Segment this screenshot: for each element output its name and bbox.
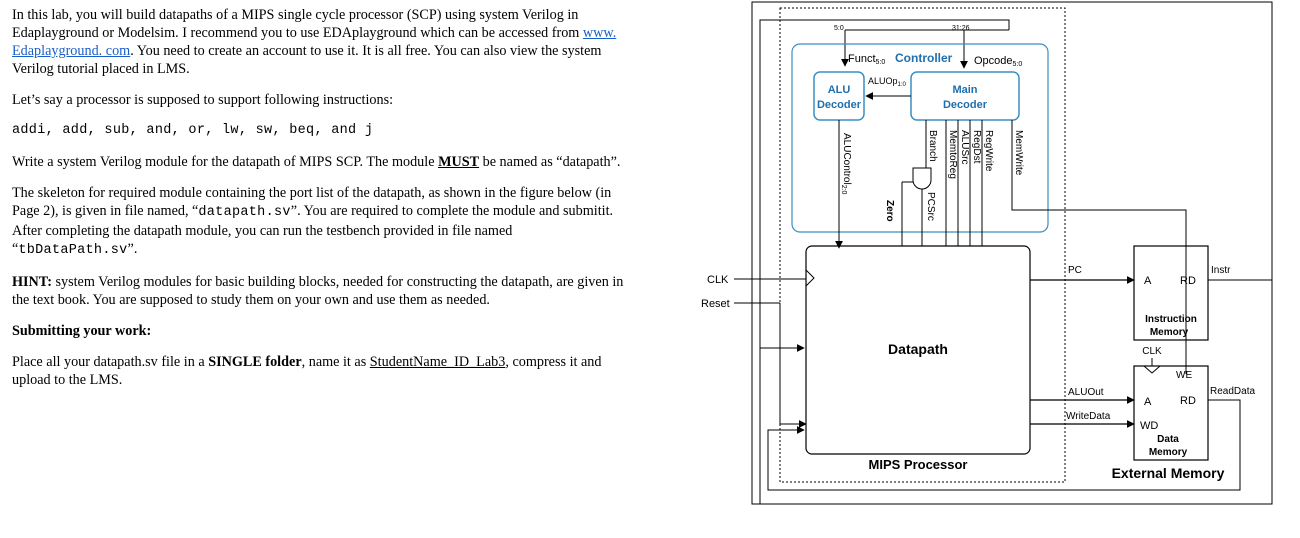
dmem-label-1: Data <box>1157 434 1179 445</box>
datapath-box <box>805 245 1031 455</box>
instr-out-line <box>1208 279 1273 504</box>
memwrite-line <box>1011 120 1187 374</box>
funct-label: Funct5:0 <box>848 53 885 66</box>
submit-paragraph: Place all your datapath.sv file in a SIN… <box>12 353 640 389</box>
main-decoder-box <box>910 71 1020 121</box>
submit-heading: Submitting your work: <box>12 323 152 339</box>
submission-name: StudentName_ID_Lab3 <box>369 354 506 370</box>
pcsrc-label: PCSrc <box>925 192 936 221</box>
hint-label: HINT: <box>12 274 52 290</box>
and-gate-icon <box>912 167 932 190</box>
dmem-port-wd: WD <box>1140 420 1158 432</box>
must-emphasis: MUST <box>438 154 480 170</box>
task-text-end: be named as “datapath”. <box>482 154 621 170</box>
instruction-memory-box <box>1133 245 1209 341</box>
datapath-filename: datapath.sv <box>198 205 291 220</box>
support-paragraph: Let’s say a processor is supposed to sup… <box>12 92 394 108</box>
intro-text-end: . You need to create an account to use i… <box>12 43 602 77</box>
dmem-clock-edge-icon <box>1143 365 1161 374</box>
bits-31-26-label: 31:26 <box>952 25 970 32</box>
external-memory-label: External Memory <box>1112 465 1225 481</box>
pc-label: PC <box>1068 265 1082 276</box>
reset-label: Reset <box>701 298 730 310</box>
clk-label: CLK <box>707 274 729 286</box>
submit-text-mid: , name it as <box>301 354 367 370</box>
datapath-label: Datapath <box>888 341 948 357</box>
regdst-label: RegDst <box>971 130 982 164</box>
imem-label-2: Memory <box>1150 327 1189 338</box>
dmem-port-a: A <box>1144 396 1152 408</box>
mips-processor-boundary <box>779 7 1066 483</box>
alu-decoder-box <box>813 71 865 121</box>
dmem-port-we: WE <box>1176 370 1192 381</box>
alusrc-label: ALUSrc <box>959 130 970 164</box>
imem-label-1: Instruction <box>1145 314 1197 325</box>
lab-instructions: In this lab, you will build datapaths of… <box>12 6 640 402</box>
writedata-label: WriteData <box>1066 411 1111 422</box>
skeleton-paragraph: The skeleton for required module contain… <box>12 184 640 260</box>
skeleton-text-end: ”. <box>127 241 138 257</box>
controller-label: Controller <box>895 51 953 65</box>
data-memory-box <box>1133 365 1209 461</box>
main-decoder-label-1: Main <box>952 84 977 96</box>
alu-decoder-label-2: Decoder <box>817 99 862 111</box>
imem-port-a: A <box>1144 275 1152 287</box>
figure-border <box>751 1 1273 505</box>
task-text: Write a system Verilog module for the da… <box>12 154 435 170</box>
intro-text: In this lab, you will build datapaths of… <box>12 7 580 41</box>
skeleton-text: The skeleton for required module contain… <box>12 185 612 219</box>
readdata-loop <box>767 399 1241 491</box>
dmem-label-2: Memory <box>1149 447 1188 458</box>
intro-paragraph: In this lab, you will build datapaths of… <box>12 6 640 78</box>
reset-to-datapath <box>779 303 807 428</box>
memtoreg-label: MemtoReg <box>947 130 958 179</box>
alucontrol-label: ALUControl2:0 <box>840 133 852 195</box>
branch-label: Branch <box>927 130 938 162</box>
clock-edge-icon <box>805 269 815 287</box>
zero-label: Zero <box>884 200 895 222</box>
instr-feedback-line <box>759 19 1010 504</box>
dmem-port-rd: RD <box>1180 395 1196 407</box>
dmem-clk-label: CLK <box>1142 346 1162 357</box>
alu-decoder-label-1: ALU <box>828 84 851 96</box>
submit-text: Place all your datapath.sv file in a <box>12 354 205 370</box>
hint-text: system Verilog modules for basic buildin… <box>12 274 624 308</box>
instr-label: Instr <box>1211 265 1231 276</box>
mips-processor-label: MIPS Processor <box>869 457 968 472</box>
submit-text-end: , compress it and upload to the LMS. <box>12 354 602 388</box>
memwrite-label: MemWrite <box>1013 130 1024 176</box>
opcode-label: Opcode5:0 <box>974 55 1022 68</box>
main-decoder-label-2: Decoder <box>943 99 988 111</box>
regwrite-label: RegWrite <box>983 130 994 172</box>
hint-paragraph: HINT: system Verilog modules for basic b… <box>12 273 640 309</box>
controller-box <box>791 43 1049 233</box>
bits-5-0-label: 5:0 <box>834 25 844 32</box>
instruction-list: addi, add, sub, and, or, lw, sw, beq, an… <box>12 123 374 138</box>
aluout-label: ALUOut <box>1068 387 1104 398</box>
testbench-filename: tbDataPath.sv <box>18 243 128 258</box>
imem-port-rd: RD <box>1180 275 1196 287</box>
aluop-label: ALUOp1:0 <box>868 76 907 88</box>
task-paragraph: Write a system Verilog module for the da… <box>12 153 640 171</box>
skeleton-text-mid: ”. You are required to complete the modu… <box>12 203 614 257</box>
edaplayground-link[interactable]: www. Edaplayground. com <box>12 25 617 59</box>
readdata-label: ReadData <box>1210 386 1255 397</box>
single-folder-emphasis: SINGLE folder <box>208 354 302 370</box>
